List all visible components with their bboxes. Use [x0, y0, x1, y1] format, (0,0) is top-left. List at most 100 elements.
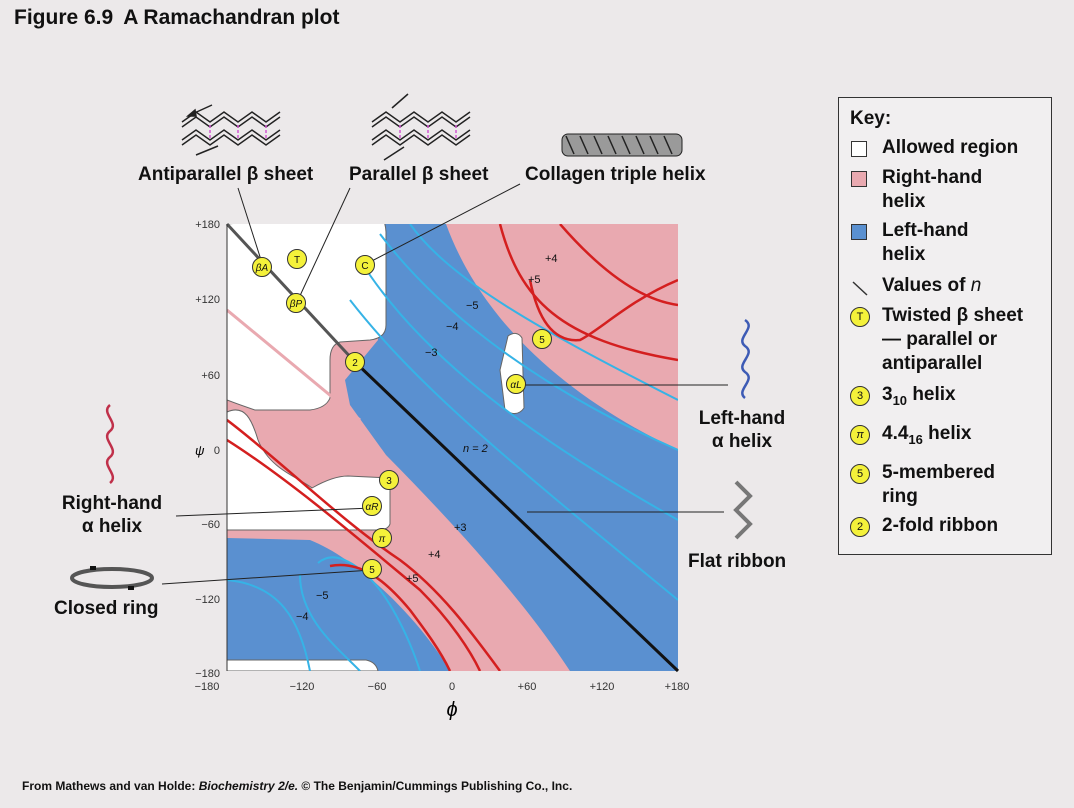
svg-text:π: π [379, 534, 386, 545]
contour-label: +5 [406, 573, 419, 585]
left-hand-helix-region-upper [345, 224, 678, 671]
contour-pink [227, 308, 361, 422]
connector-collagen [365, 183, 521, 265]
contour-label: +4 [428, 549, 441, 561]
svg-text:αR: αR [366, 502, 379, 513]
contour-label: +3 [454, 522, 467, 534]
contour-lower-3 [227, 579, 311, 671]
contour-label: −5 [466, 300, 479, 312]
parallel-sheet-illustration [371, 93, 471, 161]
twisted-sheet-badge-icon: T [850, 307, 870, 327]
x-tick-label: +180 [665, 681, 690, 693]
pink-swatch-icon [851, 171, 867, 187]
connector-antiparallel [237, 187, 263, 264]
contour-minus5-lower [317, 556, 421, 671]
callout-parallel-sheet: Parallel β sheet [349, 164, 489, 185]
contour-plus5-upper [528, 278, 678, 342]
key-item-2-fold-ribbon: 2 2-fold ribbon [849, 514, 998, 538]
figure-number: Figure 6.9 [14, 6, 114, 29]
closed-ring-illustration [70, 566, 154, 590]
allowed-region-alpha [227, 409, 391, 531]
y-tick-label: +60 [201, 370, 220, 382]
x-tick-label: 0 [449, 681, 455, 693]
y-tick-label: 0 [214, 445, 220, 457]
contour-minus4-upper [379, 233, 678, 451]
left-hand-helix-illustration [741, 318, 750, 399]
marker-beta-antiparallel: βA [252, 257, 272, 277]
left-hand-helix-region-lower [227, 538, 450, 671]
contour-upper-4 [349, 299, 678, 601]
y-tick-label: +120 [195, 294, 220, 306]
x-axis-label: ϕ [446, 699, 457, 721]
callout-collagen-helix: Collagen triple helix [525, 164, 706, 185]
key-item-label: Values of n [882, 275, 982, 296]
key-item-label: 2-fold ribbon [882, 515, 999, 536]
svg-text:3: 3 [386, 476, 392, 487]
contour-minus4-lower [299, 574, 361, 671]
connector-parallel [297, 187, 351, 301]
y-tick-label: +180 [195, 219, 220, 231]
right-hand-helix-illustration [105, 404, 115, 484]
diagonal-n2-line [353, 360, 680, 673]
contour-label: −5 [316, 590, 329, 602]
marker-two-fold: 2 [345, 352, 365, 372]
flat-ribbon-illustration [733, 480, 753, 540]
marker-pi: π [372, 528, 392, 548]
callout-flat-ribbon: Flat ribbon [688, 551, 787, 572]
contour-extra-red [559, 224, 678, 307]
figure-title-text: A Ramachandran plot [123, 6, 340, 29]
x-tick-label: −60 [368, 681, 387, 693]
callout-right-hand-helix-line2: α helix [81, 516, 143, 537]
contour-plus4-upper [498, 224, 678, 362]
y-tick-label: −60 [201, 519, 220, 531]
key-item-values-of-n: Values of n [849, 274, 981, 298]
key-title: Key: [850, 108, 892, 129]
contour-plus4-lower [227, 438, 482, 671]
marker-five-membered-top: 5 [532, 329, 552, 349]
marker-beta-parallel: βP [286, 293, 306, 313]
figure-title: Figure 6.9 A Ramachandran plot [14, 6, 339, 30]
contour-label: +5 [528, 274, 541, 286]
key-item-3-10-helix: 3 310 helix [849, 383, 956, 413]
callout-antiparallel-sheet: Antiparallel β sheet [138, 164, 314, 185]
key-item-4-4-16-helix: π 4.416 helix [849, 422, 971, 452]
key-item-allowed-region: Allowed region [849, 136, 1018, 160]
contour-label: +4 [545, 253, 558, 265]
svg-text:T: T [294, 255, 300, 266]
callout-left-hand-helix-line1: Left-hand [698, 408, 786, 429]
svg-text:2: 2 [352, 358, 358, 369]
contour-label: −4 [446, 321, 459, 333]
connector-right-helix [175, 507, 373, 517]
contour-plus3 [227, 419, 502, 671]
svg-text:C: C [361, 261, 368, 272]
svg-text:βP: βP [289, 299, 303, 310]
callout-closed-ring: Closed ring [54, 598, 159, 619]
x-tick-label: +120 [590, 681, 615, 693]
svg-text:5: 5 [369, 565, 375, 576]
x-tick-label: +60 [518, 681, 537, 693]
diagonal-gray-line [225, 222, 357, 364]
x-tick-label: −180 [195, 681, 220, 693]
contour-plus5-lower [329, 563, 452, 671]
contour-label: −4 [296, 611, 309, 623]
marker-five-membered-bottom: 5 [362, 559, 382, 579]
contour-minus5-upper [409, 224, 678, 401]
marker-twisted: T [287, 249, 307, 269]
callout-left-hand-helix-line2: α helix [711, 431, 773, 452]
three-ten-badge-icon: 3 [850, 386, 870, 406]
diagonal-line-icon [852, 281, 868, 296]
x-tick-label: −120 [290, 681, 315, 693]
marker-alpha-right: αR [362, 496, 382, 516]
callout-left-hand-helix: Left-hand α helix [690, 407, 794, 453]
contour-label: −3 [425, 347, 438, 359]
contour-label: n = 2 [463, 443, 488, 455]
key-item-label: Allowed region [882, 137, 1019, 158]
